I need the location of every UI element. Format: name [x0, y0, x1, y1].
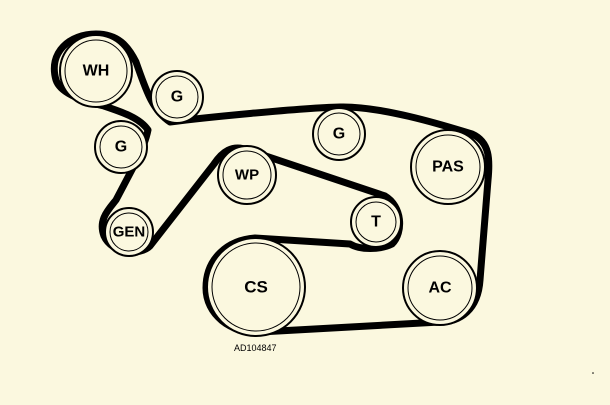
water-heater-pulley: WH [59, 34, 133, 108]
crankshaft-pulley: CS [206, 237, 306, 337]
generator-pulley: GEN [104, 207, 154, 257]
generator-pulley-label: GEN [113, 224, 146, 241]
idler-pulley-right: G [312, 107, 366, 161]
water-pump-pulley-label: WP [235, 167, 259, 184]
idler-pulley-left: G [94, 120, 148, 174]
tensioner-pulley: T [350, 196, 402, 248]
reference-number: AD104847 [234, 343, 277, 353]
power-steering-pulley-label: PAS [432, 159, 464, 176]
ac-compressor-pulley-label: AC [428, 280, 452, 297]
idler-pulley-left-label: G [115, 139, 127, 156]
tensioner-pulley-label: T [371, 214, 381, 231]
idler-pulley-right-label: G [333, 126, 345, 143]
water-heater-pulley-label: WH [83, 63, 110, 80]
idler-pulley-upper-label: G [171, 89, 183, 106]
idler-pulley-upper: G [150, 70, 204, 124]
power-steering-pulley: PAS [410, 129, 486, 205]
stray-dot [592, 372, 594, 374]
crankshaft-pulley-label: CS [244, 278, 268, 297]
ac-compressor-pulley: AC [402, 250, 478, 326]
water-pump-pulley: WP [217, 145, 277, 205]
